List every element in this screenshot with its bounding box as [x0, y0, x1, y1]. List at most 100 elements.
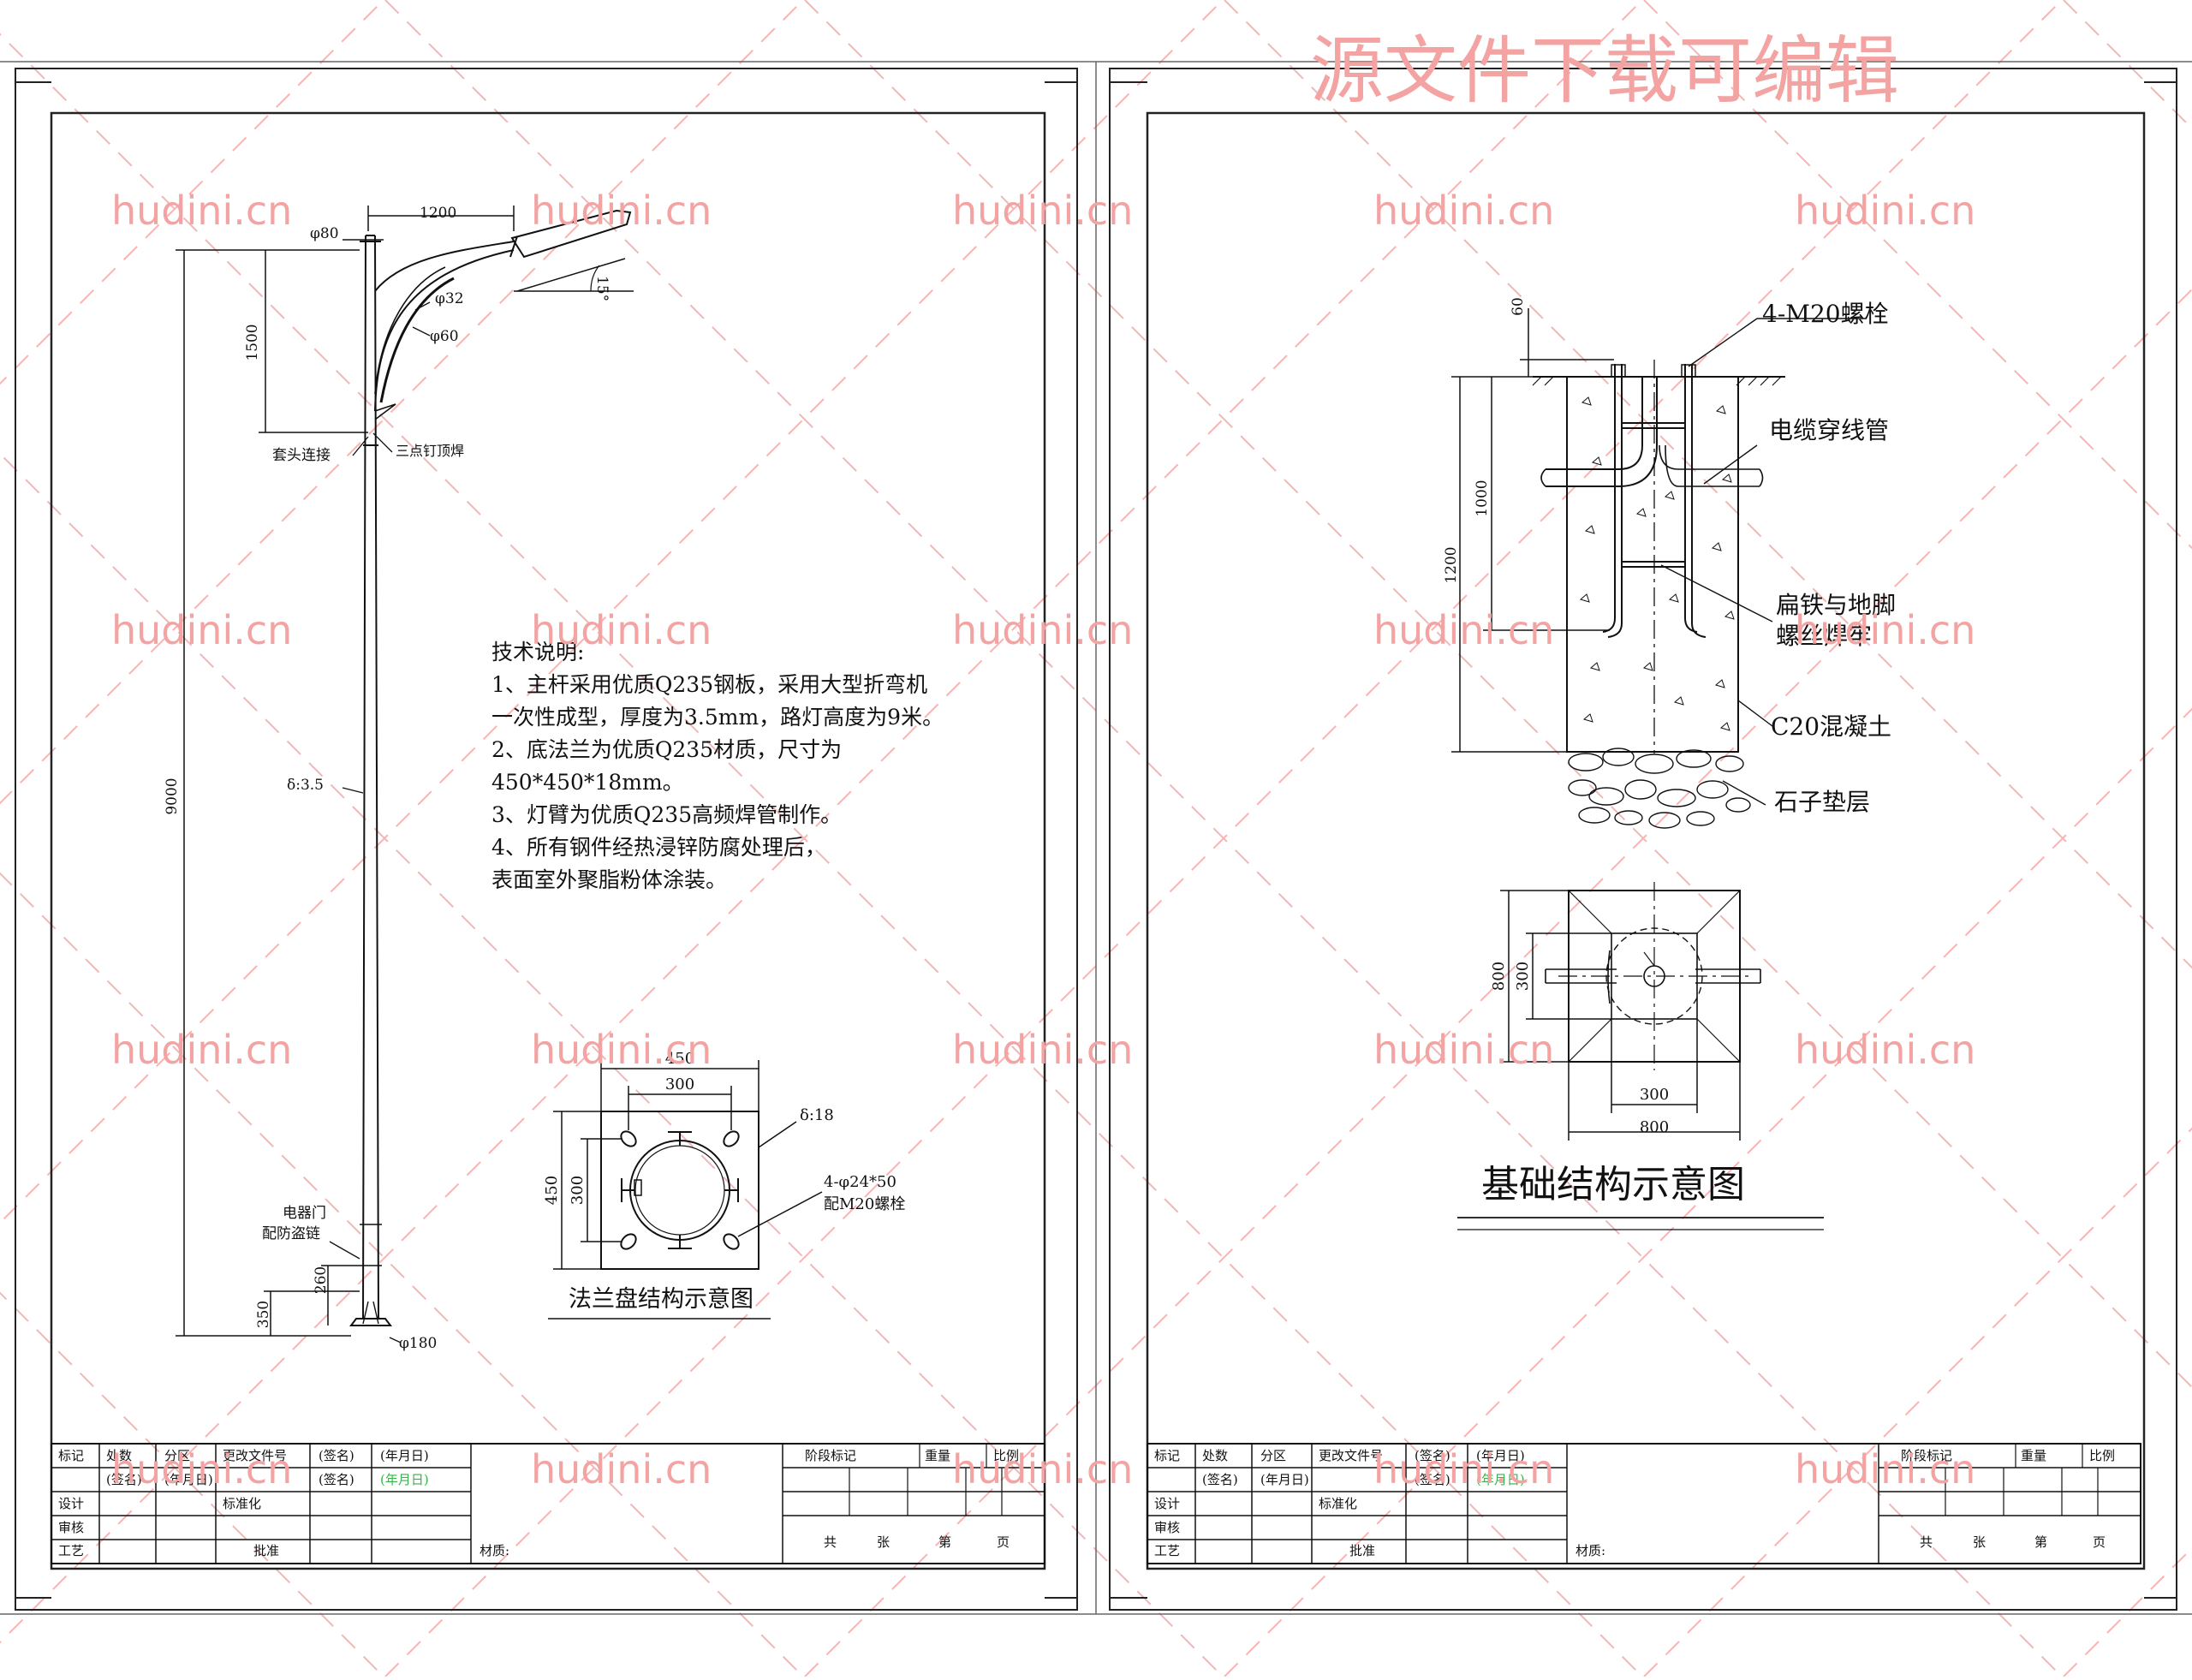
- tb-header-cell: 分区: [164, 1448, 190, 1463]
- dim-arm-angle: 15°: [593, 276, 611, 301]
- left-sheet-inner: [50, 111, 1046, 1570]
- tb-sign2: (签名): [1415, 1472, 1450, 1487]
- tb-header-cell: (年月日): [1476, 1448, 1525, 1463]
- arm-outer: [374, 249, 515, 412]
- concrete-mark: [1714, 679, 1725, 688]
- watermark-line: [0, 0, 804, 805]
- tb-header-cell: 标记: [58, 1448, 84, 1463]
- pole-labels: 1200 φ80 φ32 φ60 15° 1500 9000 δ:3.5 套头连…: [164, 205, 611, 1352]
- tb-sheet-cell: 第: [2034, 1534, 2047, 1550]
- tb-header-cell: (年月日): [380, 1448, 429, 1463]
- tb-header-cell: (签名): [319, 1448, 354, 1463]
- label-concrete: C20混凝土: [1771, 712, 1891, 741]
- gravel-stone: [1588, 787, 1624, 806]
- watermark-banner: 源文件下载可编辑: [1310, 28, 1899, 114]
- tb-header-cell: 更改文件号: [1319, 1448, 1383, 1463]
- watermark-site: hudini.cn: [1795, 1027, 1975, 1073]
- watermark-line: [0, 0, 384, 385]
- flange-labels: 450 300 450 300 δ:18 4-φ24*50 配M20螺栓 法兰盘…: [543, 1050, 905, 1313]
- gravel-stone: [1614, 810, 1643, 825]
- title-block-frame: [51, 1443, 1045, 1564]
- label-door-1: 电器门: [283, 1205, 326, 1222]
- flange-center-hole: [629, 1140, 730, 1241]
- tb-standardize: 标准化: [1319, 1496, 1357, 1511]
- concrete-mark: [1635, 508, 1647, 517]
- tb-header-cell: 标记: [1154, 1448, 1180, 1463]
- label-flange-holes: 4-φ24*50: [824, 1173, 896, 1191]
- gravel-stone: [1725, 797, 1751, 813]
- foundation-dimensions: [1451, 308, 1614, 753]
- lamp-head: [510, 209, 632, 259]
- notes-line-1: 1、主杆采用优质Q235钢板，采用大型折弯机: [491, 672, 927, 697]
- watermark-line: [2063, 1546, 2192, 1677]
- tb-sheet-cell: 页: [2093, 1534, 2106, 1550]
- tb-sign: (签名): [106, 1472, 142, 1487]
- tb-standardize: 标准化: [223, 1496, 261, 1511]
- label-sleeve-joint: 套头连接: [272, 447, 331, 464]
- watermark-line: [1643, 1127, 2192, 1677]
- watermark-site: hudini.cn: [111, 1027, 292, 1073]
- watermark-site: hudini.cn: [1373, 607, 1554, 653]
- watermark-line: [1224, 707, 2192, 1677]
- watermark-site: hudini.cn: [952, 1027, 1133, 1073]
- flange-bolt-slot: [723, 1130, 740, 1147]
- gravel-stone: [1624, 779, 1657, 800]
- watermark-site: hudini.cn: [531, 607, 712, 653]
- notes-line-2: 一次性成型，厚度为3.5mm，路灯高度为9米。: [491, 705, 944, 730]
- watermark-site: hudini.cn: [111, 607, 292, 653]
- gravel-layer: [1568, 748, 1751, 829]
- flange-plan: [548, 1060, 823, 1320]
- dim-base-diameter: φ180: [399, 1335, 437, 1352]
- dim-bolt-depth: 1000: [1474, 480, 1491, 516]
- dim-arm-height: 1500: [244, 324, 261, 360]
- tb-header-cell: (签名): [1415, 1448, 1450, 1463]
- label-flange-bolts: 配M20螺栓: [824, 1195, 905, 1213]
- title-block-left: 标记处数分区更改文件号(签名)(年月日)设计(签名)(年月日)标准化(签名)(年…: [51, 1443, 1045, 1564]
- pole-shaft: [362, 235, 379, 1320]
- notes-title: 技术说明:: [491, 640, 584, 664]
- tb-sheet-cell: 第: [938, 1534, 951, 1550]
- tb-stage-mark: 阶段标记: [805, 1448, 856, 1463]
- foundation-section: [1532, 318, 1867, 829]
- dim-wall-thickness: δ:3.5: [287, 777, 324, 794]
- concrete-mark: [1591, 456, 1602, 466]
- foundation-labels: 4-M20螺栓 60 电缆穿线管 1000 1200 扁铁与地脚 螺丝焊牢 C2…: [1443, 297, 1896, 816]
- dim-flange-width: 450: [665, 1050, 694, 1068]
- dim-total-height: 9000: [164, 777, 181, 814]
- dim-door-base: 350: [255, 1301, 272, 1328]
- concrete-mark: [1715, 405, 1726, 414]
- watermark-site: hudini.cn: [1795, 188, 1975, 234]
- watermark-site: hudini.cn: [1373, 1027, 1554, 1073]
- watermark-site: hudini.cn: [1373, 188, 1554, 234]
- tb-weight: 重量: [2021, 1448, 2046, 1463]
- dim-door-height: 260: [313, 1266, 330, 1294]
- tb-sheet-cell: 共: [1920, 1534, 1933, 1550]
- dim-flange-bolt-spacing-v: 300: [569, 1176, 587, 1205]
- foundation-caption: 基础结构示意图: [1481, 1163, 1745, 1206]
- right-sheet-inner: [1146, 111, 2146, 1570]
- watermark-site: hudini.cn: [952, 607, 1133, 653]
- dim-flange-height: 450: [543, 1176, 561, 1205]
- watermark-line: [1643, 0, 2192, 550]
- label-anchor-bolts: 4-M20螺栓: [1762, 300, 1889, 328]
- left-sheet-outer: [15, 68, 1078, 1611]
- dim-top-diameter: φ80: [310, 225, 339, 242]
- watermark-line: [1224, 0, 2192, 969]
- label-door-2: 配防盗链: [262, 1225, 320, 1242]
- tb-date: (年月日): [1260, 1472, 1309, 1487]
- tb-header-cell: 分区: [1260, 1448, 1286, 1463]
- pole-dimensions: [176, 206, 515, 1337]
- notes-line-3: 2、底法兰为优质Q235材质，尺寸为: [491, 737, 842, 762]
- concrete-mark: [1668, 593, 1679, 603]
- watermark-site: hudini.cn: [531, 1446, 712, 1492]
- cable-conduit: [1546, 377, 1658, 487]
- notes-line-5: 3、灯臂为优质Q235高频焊管制作。: [491, 802, 842, 827]
- label-spot-weld: 三点钉顶焊: [396, 443, 464, 459]
- concrete-mark: [1721, 474, 1732, 483]
- tb-sheet-cell: 张: [1973, 1534, 1986, 1550]
- technical-notes: 技术说明: 1、主杆采用优质Q235钢板，采用大型折弯机 一次性成型，厚度为3.…: [491, 640, 944, 892]
- gravel-stone: [1657, 789, 1696, 807]
- tb-header-cell: 处数: [1202, 1448, 1228, 1463]
- watermark-site: hudini.cn: [531, 188, 712, 234]
